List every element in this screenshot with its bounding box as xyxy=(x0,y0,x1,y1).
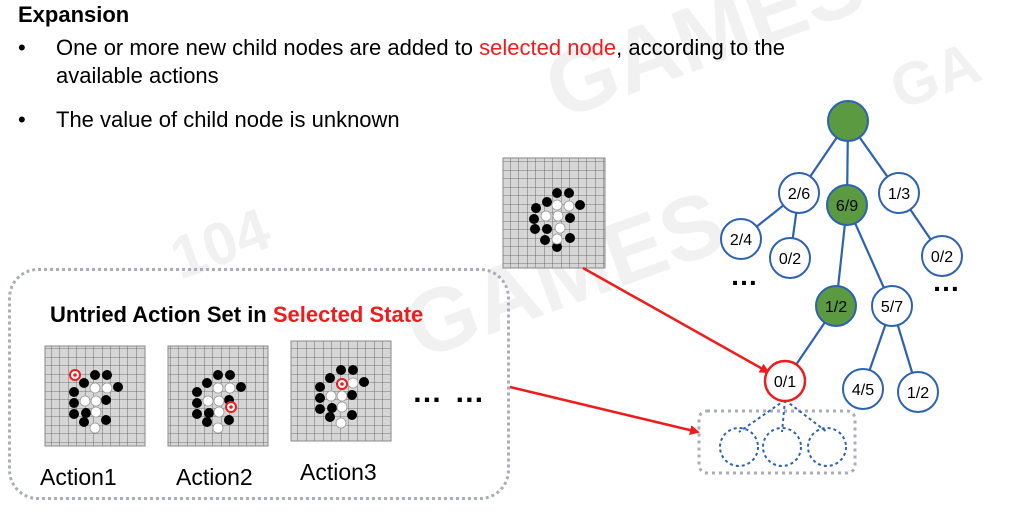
action-box-title: Untried Action Set in Selected State xyxy=(50,302,423,328)
tree-node: 6/9 xyxy=(826,184,868,226)
svg-text:0/2: 0/2 xyxy=(779,251,801,268)
actions-arrow xyxy=(509,385,700,436)
svg-text:1/2: 1/2 xyxy=(825,299,847,316)
tree-node: 4/5 xyxy=(842,368,884,410)
untried-action-box xyxy=(8,268,510,500)
bullet-2-text: The value of child node is unknown xyxy=(56,107,400,132)
action-label-3: Action3 xyxy=(300,459,377,485)
svg-text:1/2: 1/2 xyxy=(907,385,929,402)
action-3-board xyxy=(290,340,392,442)
tree-node: 0/2 xyxy=(769,237,811,279)
expansion-children xyxy=(697,399,857,475)
bullet-1-text: One or more new child nodes are added to xyxy=(56,35,480,60)
tree-node: 2/4 xyxy=(720,218,762,260)
bullet-dot: • xyxy=(18,35,26,60)
action-box-title-text: Untried Action Set in xyxy=(50,302,273,327)
tree-node: 1/2 xyxy=(897,371,939,413)
tree-node: 2/6 xyxy=(778,172,820,214)
svg-text:0/1: 0/1 xyxy=(774,374,796,391)
state-arrow xyxy=(582,266,770,374)
tree-ellipsis: … xyxy=(932,266,960,297)
slide-title: Expansion xyxy=(18,2,130,27)
tree-node: 0/2 xyxy=(921,235,963,277)
bullet-1-highlight: selected node xyxy=(479,35,617,60)
tree-ellipsis: … xyxy=(730,260,758,291)
tree-node: 1/3 xyxy=(878,172,920,214)
tree-node: 5/7 xyxy=(871,285,913,327)
svg-text:0/2: 0/2 xyxy=(931,249,953,266)
action-box-title-highlight: Selected State xyxy=(272,302,424,327)
more-actions-ellipsis: … … xyxy=(412,376,487,409)
svg-text:2/4: 2/4 xyxy=(730,232,752,249)
bullet-dot: • xyxy=(18,107,26,132)
bullet-1: • One or more new child nodes are added … xyxy=(18,34,796,90)
tree-node-root xyxy=(827,100,869,142)
svg-text:6/9: 6/9 xyxy=(836,198,858,215)
bullet-2: • The value of child node is unknown xyxy=(18,106,756,134)
svg-text:1/3: 1/3 xyxy=(888,186,910,203)
action-1-board xyxy=(44,345,146,447)
action-label-1: Action1 xyxy=(40,464,117,490)
tree-node: 1/2 xyxy=(815,285,857,327)
bullet-1-text-end: , according to the available actions xyxy=(56,35,785,88)
svg-text:5/7: 5/7 xyxy=(881,299,903,316)
selected-state-board xyxy=(502,157,606,269)
svg-text:2/6: 2/6 xyxy=(788,186,810,203)
tree-node-selected: 0/1 xyxy=(763,359,807,403)
action-2-board xyxy=(167,345,269,447)
svg-text:4/5: 4/5 xyxy=(852,382,874,399)
action-label-2: Action2 xyxy=(176,464,253,490)
